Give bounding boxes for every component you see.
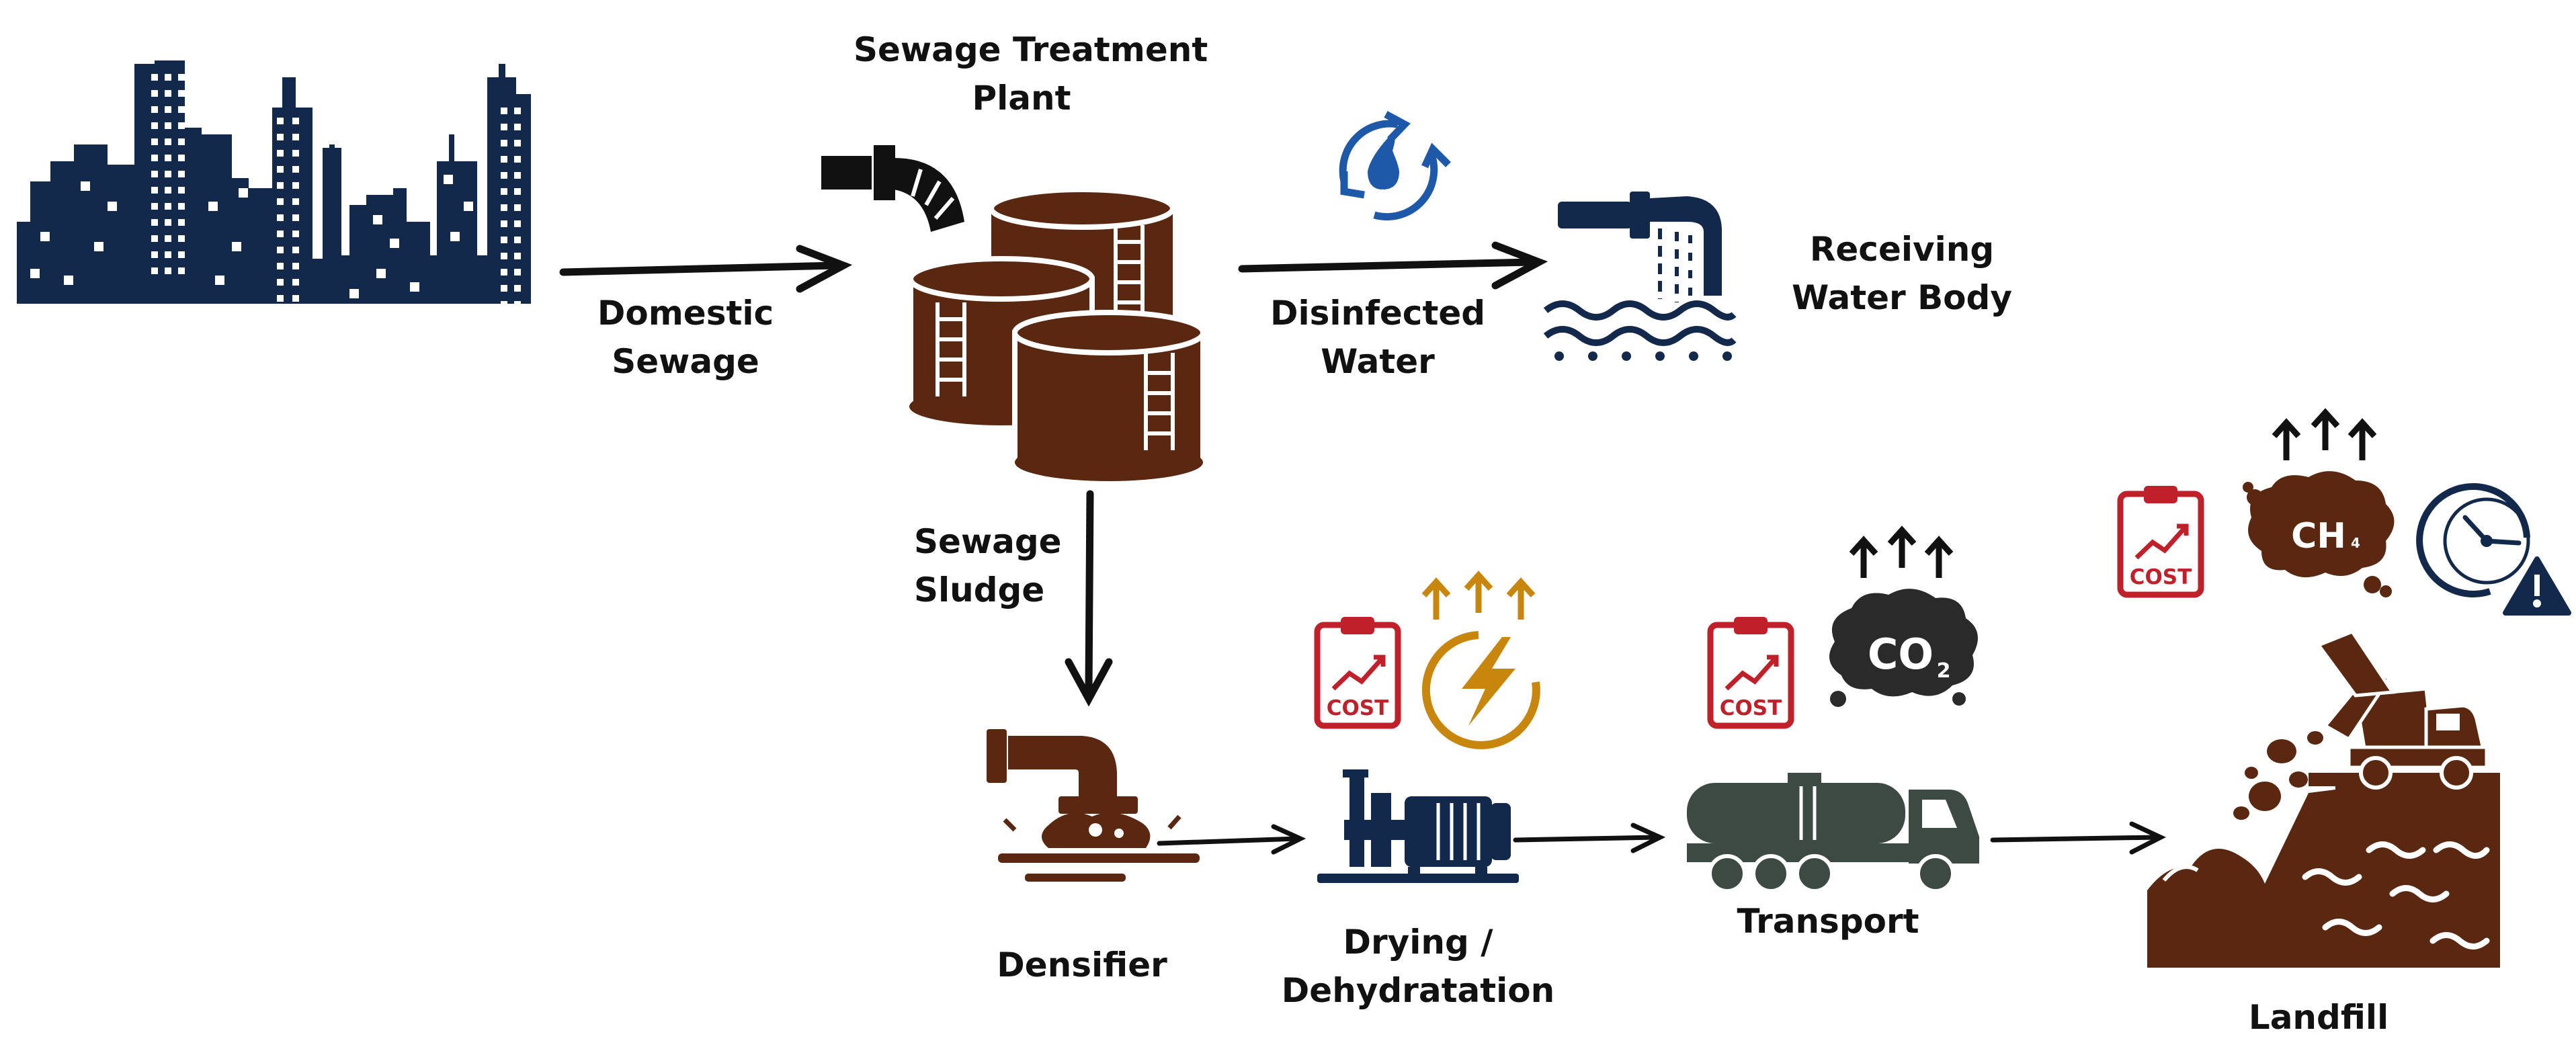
outfall-pipe-icon (1543, 192, 1737, 361)
arrow-plant-to-densifier (1065, 490, 1113, 707)
city-skyline-icon (17, 60, 531, 318)
pump-motor-icon (1317, 769, 1519, 883)
domestic-sewage-label: Domestic Sewage (597, 294, 774, 381)
arrow-city-to-plant (559, 245, 853, 293)
cost-label: COST (2130, 565, 2192, 589)
transport-label: Transport (1737, 902, 1919, 941)
arrow-plant-to-water (1238, 241, 1548, 290)
densifier-label: Densifier (997, 945, 1167, 984)
arrow-densifier-to-drying (1157, 824, 1306, 855)
ch4-subscript: 4 (2351, 535, 2360, 551)
cost-clipboard-icon: COST (1710, 617, 1791, 726)
water-cycle-icon (1339, 111, 1451, 221)
densifier-pipe-icon (987, 729, 1200, 882)
disinfected-water-label: Disinfected Water (1270, 294, 1486, 381)
co2-text: CO (1868, 630, 1934, 679)
cost-label: COST (1720, 696, 1782, 720)
sewage-sludge-label: Sewage Sludge (914, 522, 1062, 609)
sewage-treatment-plant-label: Sewage Treatment Plant (854, 30, 1208, 118)
tanker-truck-icon (1687, 773, 1979, 893)
cost-clipboard-icon: COST (2120, 486, 2201, 595)
landfill-dump-truck-icon (2147, 629, 2500, 968)
ch4-cloud-icon: CH 4 (2243, 413, 2395, 597)
arrow-transport-to-landfill (1990, 821, 2166, 855)
cost-clipboard-icon: COST (1317, 617, 1398, 726)
energy-bolt-icon (1424, 575, 1540, 749)
arrow-drying-to-transport (1513, 823, 1666, 853)
storage-tanks-icon (821, 145, 1206, 481)
landfill-label: Landfill (2248, 998, 2389, 1037)
co2-cloud-icon: CO 2 (1829, 530, 1978, 707)
drying-dehydratation-label: Drying / Dehydratation (1281, 923, 1555, 1010)
receiving-water-body-label: Receiving Water Body (1792, 230, 2012, 317)
co2-subscript: 2 (1937, 659, 1951, 683)
ch4-text: CH (2291, 516, 2346, 556)
cost-label: COST (1327, 696, 1389, 720)
timer-warning-icon (2416, 483, 2571, 616)
